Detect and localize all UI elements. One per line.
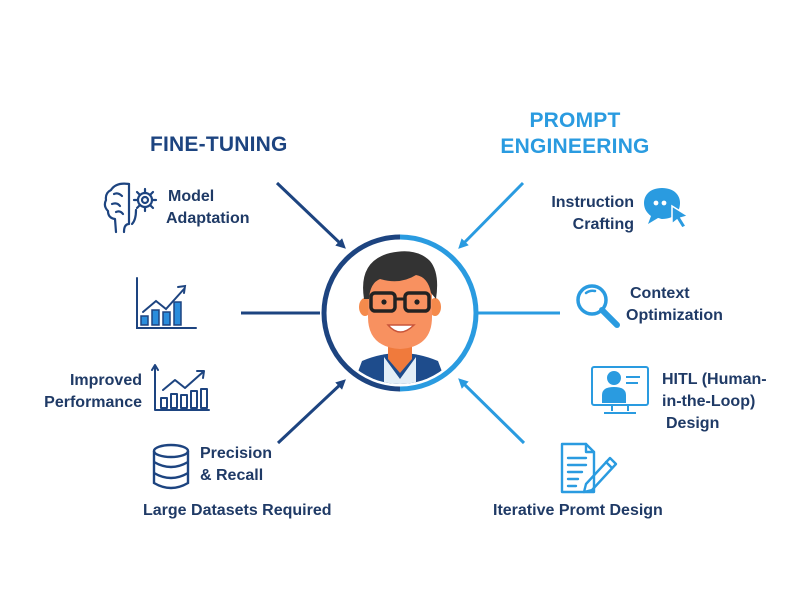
label-context-optimization: Context Optimization (626, 285, 723, 324)
arrow-hitl (458, 378, 526, 445)
label-iterative-prompt-design: Iterative Promt Design (493, 502, 663, 519)
label-large-datasets: Large Datasets Required (143, 502, 332, 519)
center-avatar (320, 233, 480, 393)
label-precision-recall: Precision & Recall (200, 445, 273, 484)
prompt-engineering-title: PROMPT ENGINEERING (500, 109, 650, 158)
label-improved-performance: Improved Performance (44, 372, 142, 411)
label-hitl-design: HITL (Human- in-the-Loop) Design (662, 371, 767, 432)
bar-chart-growth-icon (134, 276, 198, 332)
brain-gear-icon (102, 180, 162, 236)
arrow-model-adaptation (275, 181, 346, 249)
document-pencil-icon (556, 440, 620, 496)
chat-cursor-icon (642, 186, 694, 232)
arrow-precision-recall (276, 379, 346, 445)
database-icon (150, 443, 192, 491)
person-avatar-icon (321, 234, 479, 392)
monitor-person-icon (590, 365, 652, 417)
label-instruction-crafting: Instruction Crafting (551, 194, 634, 233)
arrow-instruction-crafting (458, 181, 525, 249)
fine-tuning-title: FINE-TUNING (150, 133, 288, 156)
label-model-adaptation: Model Adaptation (166, 188, 250, 227)
magnifier-icon (574, 282, 622, 330)
bar-chart-trend-icon (151, 362, 211, 414)
